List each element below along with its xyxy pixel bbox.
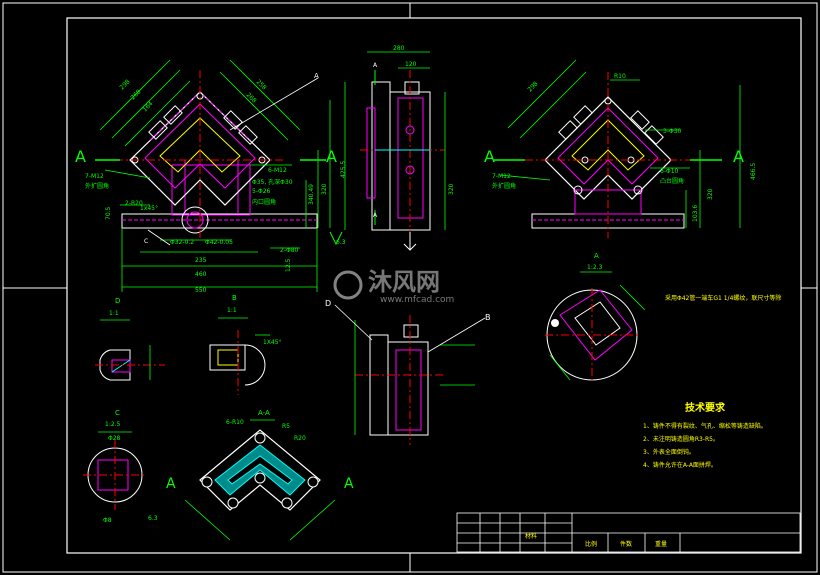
- tech-req-item: 4、铸件允许在A-A面拼焊。: [643, 461, 717, 469]
- main-dim: 6-M12: [268, 167, 287, 174]
- watermark: 沐风网 www.mfcad.com: [333, 268, 454, 305]
- tech-req-item: 3、外表全面倒钝。: [643, 448, 695, 456]
- detail-a: A 1:2.3: [545, 252, 646, 382]
- main-dim: 外扩圆角: [85, 182, 109, 190]
- front-lower-leader-b: B: [485, 313, 491, 322]
- main-leader-a: A: [314, 72, 319, 80]
- detail-b: B 1:1 1X45°: [209, 294, 282, 395]
- main-dim: 内口圆角: [252, 198, 276, 206]
- front-lower-leader-d: D: [325, 299, 331, 308]
- section-aa-holes: 6-R10: [226, 419, 244, 426]
- main-dim: Φ32-0.2: [170, 239, 194, 246]
- detail-b-scale: 1:1: [227, 307, 237, 314]
- detail-a-scale: 1:2.3: [587, 264, 603, 271]
- detail-c-arrow: A: [166, 476, 176, 492]
- frame-ticks: [3, 3, 817, 572]
- detail-c-d2: Φ8: [103, 517, 112, 524]
- title-block-cell: 件数: [620, 540, 632, 548]
- main-dim: 235: [195, 257, 207, 264]
- right-arrow-left: A: [484, 147, 495, 166]
- right-dim: 466.5: [750, 163, 757, 180]
- right-arrow-right: A: [733, 147, 744, 166]
- watermark-logo-icon: [333, 270, 363, 300]
- right-dim: 6-Φ10: [660, 168, 679, 175]
- tech-req-item: 1、铸件不得有裂纹、气孔、缩松等铸造缺陷。: [643, 422, 767, 430]
- front-lower-view: D B: [325, 299, 491, 445]
- main-dim: 70.5: [105, 206, 112, 220]
- right-dim: 7-M12: [492, 173, 511, 180]
- main-dim: Φ35, 孔深Φ30: [252, 178, 293, 186]
- main-dim: 2-R20: [125, 200, 143, 207]
- watermark-url: www.mfcad.com: [380, 295, 454, 305]
- side-dim: A: [373, 212, 378, 219]
- main-view: A A A 298 268 164 258 268 6-M12 7-M12 外扩…: [75, 59, 347, 294]
- detail-a-title: A: [594, 252, 599, 260]
- detail-c: C 1:2.5 Φ28 Φ8 6.3 A: [83, 409, 176, 524]
- side-dim: A: [373, 62, 378, 69]
- detail-b-chamfer: 1X45°: [263, 339, 282, 346]
- side-dim: 6.3: [336, 239, 346, 246]
- tech-req-item: 2、未注明铸造圆角R3-R5。: [643, 435, 719, 443]
- tech-requirements: 技术要求 1、铸件不得有裂纹、气孔、缩松等铸造缺陷。 2、未注明铸造圆角R3-R…: [643, 401, 767, 469]
- main-arrow-left: A: [75, 147, 86, 166]
- main-dim: 258: [255, 78, 268, 91]
- note-top: 采用Φ42管一端车G1 1/4螺纹，联尺寸等除: [665, 294, 781, 302]
- right-dim: 3-Φ30: [663, 128, 682, 135]
- section-aa-r1: R5: [282, 423, 290, 430]
- section-aa-arrow: A: [344, 476, 354, 492]
- main-dim: 550: [195, 287, 207, 294]
- title-block-cell: 材料: [525, 532, 537, 540]
- main-dim: 460: [195, 271, 207, 278]
- main-dim: 268: [129, 88, 142, 101]
- main-dim: 12.5: [285, 258, 292, 272]
- detail-d-title: D: [115, 297, 120, 305]
- side-dim: 320: [448, 183, 455, 195]
- right-dim: 320: [707, 188, 714, 200]
- side-dim: 280: [393, 45, 405, 52]
- main-dim: 2-Φ80: [280, 247, 299, 254]
- title-block-cell: 比例: [585, 540, 597, 548]
- main-dim: 5-Φ26: [252, 188, 271, 195]
- main-dim: 164: [141, 100, 154, 113]
- section-aa: A-A 6-R10 R5 R20 A: [184, 409, 354, 541]
- main-dim: 1x45°: [140, 205, 158, 212]
- main-dim: 7-M12: [85, 173, 104, 180]
- detail-c-d1: Φ28: [108, 435, 121, 442]
- main-dim: 425.5: [340, 161, 347, 178]
- right-dim: 凸台圆角: [660, 177, 684, 185]
- right-dim: 103.6: [692, 205, 699, 222]
- section-aa-title: A-A: [258, 409, 270, 417]
- right-dim: 外扩圆角: [492, 182, 516, 190]
- main-dim: 268: [245, 91, 258, 104]
- right-dim: R10: [614, 73, 626, 80]
- title-block: [456, 512, 801, 553]
- side-dim: 120: [405, 61, 417, 68]
- detail-d-scale: 1:1: [109, 310, 119, 317]
- detail-c-h: 6.3: [148, 515, 158, 522]
- right-view: A A R10 298 3-Φ30 6-Φ10 凸台圆角 7-M12 外扩圆角 …: [484, 59, 757, 238]
- title-block-cell: 重量: [655, 540, 667, 548]
- right-dim: 298: [526, 80, 539, 93]
- main-dim: 298: [118, 78, 131, 91]
- side-view: 280 120 6.3 A 320 A: [329, 45, 455, 251]
- main-arrow-right: A: [326, 147, 337, 166]
- detail-d: D 1:1: [95, 297, 165, 381]
- detail-c-title: C: [115, 409, 120, 417]
- detail-b-title: B: [232, 294, 237, 302]
- main-dim: Φ42-0.05: [205, 239, 233, 246]
- drawing-frame-inner: [66, 17, 802, 554]
- main-dim: 320: [321, 183, 328, 195]
- main-dim: 340.49: [308, 184, 315, 205]
- section-aa-r2: R20: [294, 435, 306, 442]
- tech-req-title: 技术要求: [685, 401, 726, 414]
- watermark-brand: 沐风网: [368, 268, 440, 296]
- main-dim: C: [144, 238, 148, 245]
- detail-c-scale: 1:2.5: [105, 421, 121, 428]
